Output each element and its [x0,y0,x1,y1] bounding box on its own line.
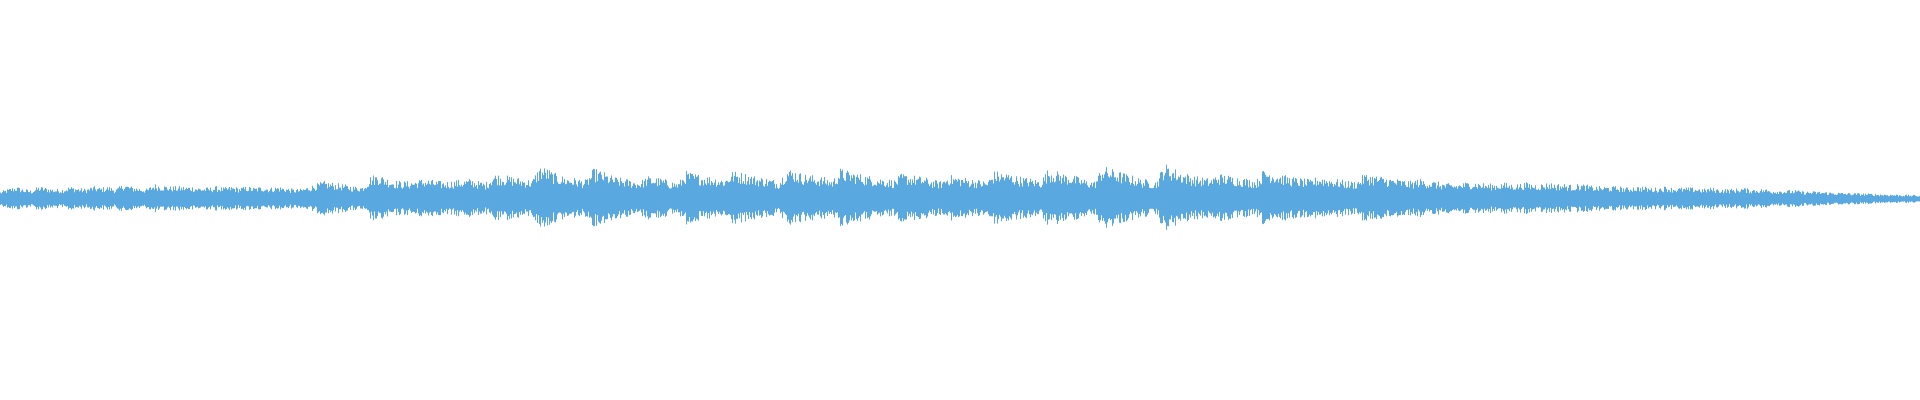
waveform-bars [0,164,1920,230]
